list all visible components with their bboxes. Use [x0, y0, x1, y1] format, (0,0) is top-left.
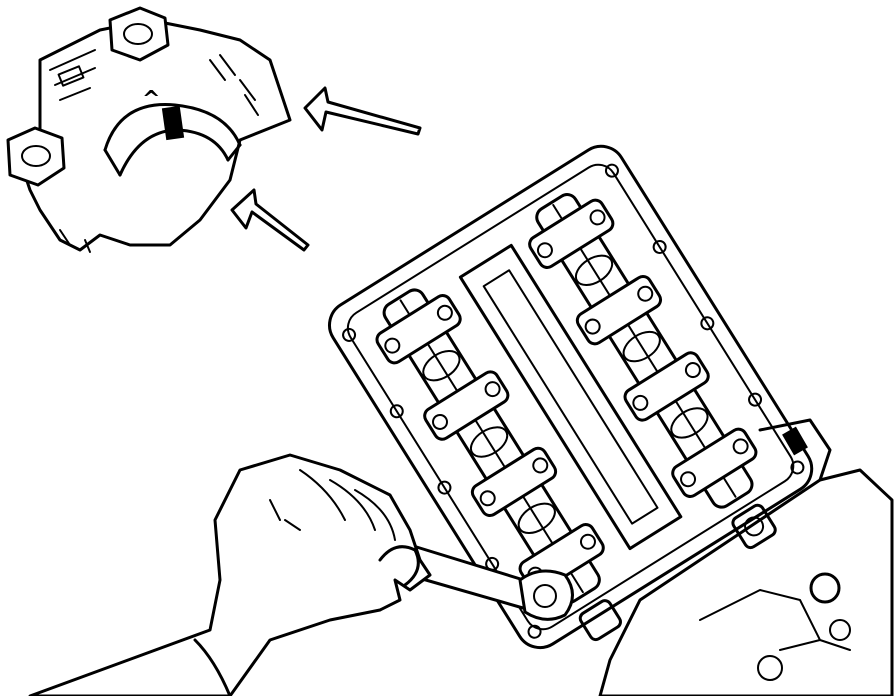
detail-inset-bearing-cap: ^ — [6, 6, 292, 253]
engine-block-lower — [598, 418, 894, 696]
cylinder-head — [328, 144, 814, 650]
hex-bolt-upper-icon — [108, 6, 170, 62]
head-bolts — [342, 163, 805, 639]
bearing-caps-right — [528, 198, 758, 498]
bearing-caps-left — [375, 294, 605, 594]
hand-icon — [28, 453, 432, 696]
alignment-caret-label: ^ — [142, 87, 160, 112]
callout-arrow-upper — [303, 86, 422, 136]
cam-lobes — [422, 254, 709, 535]
hex-bolt-left-icon — [6, 126, 66, 187]
callout-arrow-lower — [230, 188, 310, 252]
